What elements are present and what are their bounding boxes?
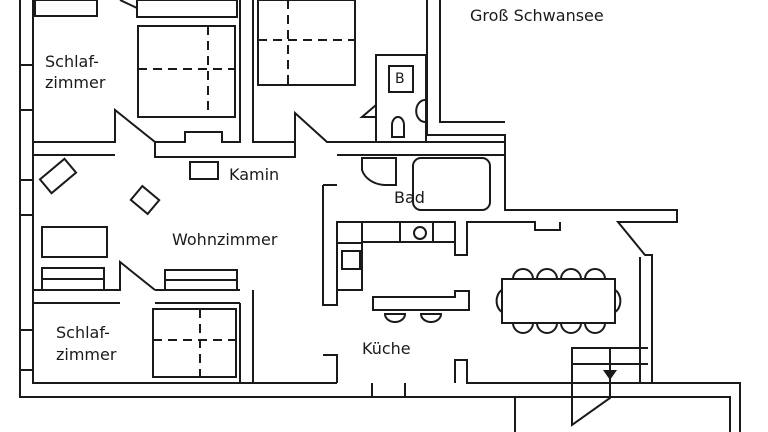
- bedroom-bottom-label-line1: Schlaf-: [56, 323, 110, 342]
- storage-room: [375, 54, 427, 143]
- armchair: [38, 157, 78, 195]
- kitchen-label: Küche: [362, 339, 411, 358]
- sofa: [41, 226, 108, 258]
- chair: [129, 184, 161, 216]
- bed-bottom: [152, 308, 237, 378]
- bathtub: [412, 157, 491, 211]
- kitchen-sink: [413, 226, 427, 240]
- bedroom-bottom-label-line2: zimmer: [56, 345, 117, 364]
- lake-label: Groß Schwansee: [470, 6, 604, 25]
- stove: [341, 250, 361, 270]
- staircase: [571, 347, 648, 427]
- bedroom-top-label-line1: Schlaf-: [45, 52, 99, 71]
- fireplace-label: Kamin: [229, 165, 280, 184]
- stair-arrow-icon: [603, 370, 617, 380]
- kitchen-island: [372, 290, 470, 311]
- bedroom-top-label-line2: zimmer: [45, 73, 106, 92]
- living-room-label: Wohnzimmer: [172, 230, 278, 249]
- fireplace: [189, 161, 219, 180]
- bed-top-left: [137, 25, 236, 118]
- bathroom-sink: [361, 157, 397, 186]
- furniture: [34, 0, 648, 427]
- walls: [19, 0, 741, 432]
- bathroom-label: Bad: [394, 188, 425, 207]
- bed-top-middle: [257, 0, 356, 86]
- dining-table: [501, 278, 616, 324]
- storage-box-label: B: [395, 71, 405, 87]
